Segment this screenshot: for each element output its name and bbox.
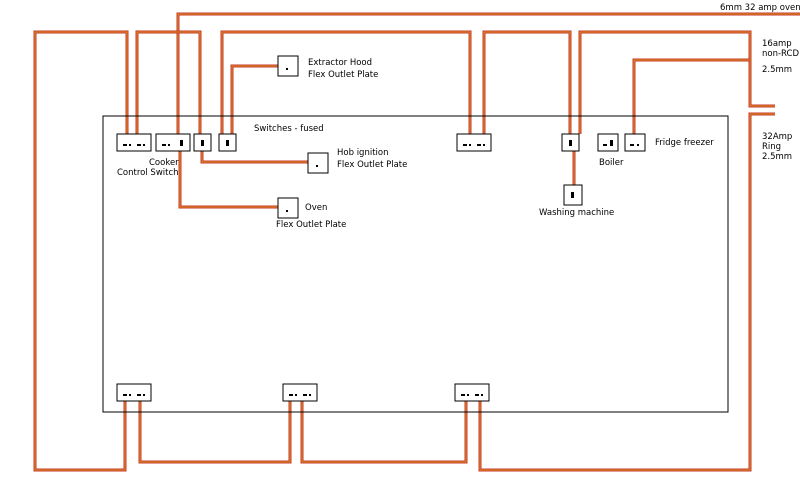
wire-core bbox=[221, 31, 471, 134]
oven-label-1: Oven bbox=[305, 203, 327, 213]
hob-label-2: Flex Outlet Plate bbox=[337, 160, 407, 170]
extractor-label-1: Extractor Hood bbox=[308, 58, 372, 68]
wire-core bbox=[179, 150, 278, 208]
wire-ring-bottom-1 bbox=[138, 400, 292, 464]
double-socket bbox=[282, 383, 318, 402]
wire-radial-out bbox=[578, 30, 775, 134]
wire-ring-right bbox=[478, 112, 775, 472]
boiler-switch bbox=[597, 133, 619, 152]
wire-core bbox=[301, 400, 467, 463]
double-socket bbox=[456, 133, 492, 152]
hob-flex-plate bbox=[307, 152, 329, 174]
washing-machine-switch bbox=[563, 184, 583, 206]
wire-ring-left-1 bbox=[33, 30, 129, 472]
wire-radial-return bbox=[482, 30, 572, 134]
oven-flex-plate bbox=[277, 197, 299, 219]
hob-label-1: Hob ignition bbox=[337, 148, 388, 158]
wire-hob bbox=[200, 150, 308, 164]
double-socket bbox=[116, 133, 152, 152]
fused-switch bbox=[193, 133, 212, 152]
room-outline bbox=[102, 115, 729, 413]
radial-label-3: 2.5mm bbox=[762, 65, 792, 75]
wire-core bbox=[479, 113, 775, 471]
cooker-label-1: Cooker bbox=[149, 158, 179, 168]
wire-oven bbox=[178, 150, 278, 209]
washing-label: Washing machine bbox=[539, 208, 614, 218]
oven-label-2: Flex Outlet Plate bbox=[276, 220, 346, 230]
ring-label-2: Ring bbox=[762, 142, 781, 152]
wire-ring-left-2 bbox=[135, 30, 202, 134]
wires bbox=[33, 12, 800, 472]
radial-label-1: 16amp bbox=[762, 39, 792, 49]
switches-label: Switches - fused bbox=[254, 124, 324, 134]
extractor-label-2: Flex Outlet Plate bbox=[308, 70, 378, 80]
wire-core bbox=[34, 31, 128, 471]
fridge-label: Fridge freezer bbox=[655, 138, 714, 148]
ring-label-1: 32Amp bbox=[762, 132, 792, 142]
wire-core bbox=[201, 150, 308, 163]
ring-label-3: 2.5mm bbox=[762, 152, 792, 162]
double-socket bbox=[116, 383, 152, 402]
wire-core bbox=[136, 31, 201, 134]
fridge-socket bbox=[624, 133, 646, 152]
cooker-label-2: Control Switch bbox=[117, 168, 179, 178]
fused-switch bbox=[218, 133, 237, 152]
wire-core bbox=[633, 59, 750, 134]
extractor-flex-plate bbox=[277, 55, 299, 77]
wire-core bbox=[177, 13, 800, 134]
wire-fridge bbox=[632, 58, 750, 134]
boiler-label: Boiler bbox=[599, 158, 624, 168]
wire-core bbox=[483, 31, 571, 134]
wire-core bbox=[579, 31, 775, 134]
cooker-control-switch bbox=[155, 133, 191, 152]
wire-radial-top bbox=[220, 30, 472, 134]
radial-label-2: non-RCD bbox=[762, 49, 799, 59]
fused-switch bbox=[561, 133, 580, 152]
wire-core bbox=[231, 65, 278, 134]
wire-ring-bottom-2 bbox=[300, 400, 468, 464]
oven-feed-label: 6mm 32 amp oven bbox=[720, 3, 800, 13]
double-socket bbox=[454, 383, 490, 402]
wire-core bbox=[139, 400, 291, 463]
